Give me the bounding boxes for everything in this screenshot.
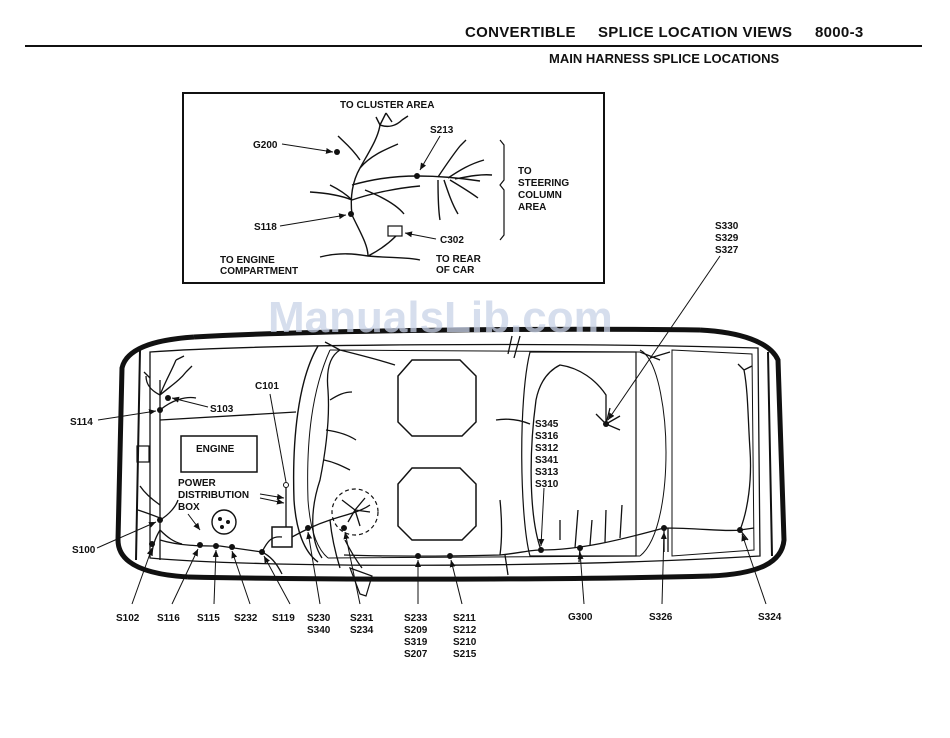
- label-s103: S103: [210, 404, 234, 415]
- label-s116: S116: [157, 613, 180, 624]
- page-subtitle: MAIN HARNESS SPLICE LOCATIONS: [549, 51, 780, 66]
- engine-block: [180, 435, 258, 473]
- label-s209: S209: [404, 625, 428, 636]
- section-label: CONVERTIBLE: [465, 24, 576, 41]
- label-s330: S330: [715, 221, 739, 232]
- engine-label: ENGINE: [196, 444, 235, 455]
- inset-label-rear-2: OF CAR: [436, 265, 475, 276]
- header-rule: [25, 45, 922, 47]
- label-s211: S211: [453, 613, 476, 624]
- c302-connector: [387, 225, 403, 237]
- label-s230: S230: [307, 613, 331, 624]
- splice-points: [149, 395, 743, 559]
- watermark: ManualsLib.com: [268, 293, 613, 342]
- inset-label-steering-1: TO: [518, 166, 532, 177]
- label-s310: S310: [535, 479, 559, 490]
- label-s232: S232: [234, 613, 258, 624]
- label-s115: S115: [197, 613, 220, 624]
- inset-label-steering-3: COLUMN: [518, 190, 562, 201]
- inset-diagram: TO CLUSTER AREA G200 S213 S118 C302 TO S…: [182, 92, 605, 284]
- inset-harness: [309, 112, 505, 261]
- label-s324: S324: [758, 612, 782, 623]
- leader-lines: [96, 255, 767, 605]
- inset-label-c302: C302: [440, 235, 464, 246]
- car-diagram: ENGINE POWER DISTRIBUTION BOX C101 S114 …: [70, 221, 787, 660]
- inset-label-cluster: TO CLUSTER AREA: [340, 100, 434, 111]
- label-s319: S319: [404, 637, 428, 648]
- label-c101: C101: [255, 381, 279, 392]
- label-s100: S100: [72, 545, 96, 556]
- label-s313: S313: [535, 467, 559, 478]
- label-s207: S207: [404, 649, 428, 660]
- inset-frame: [182, 92, 605, 284]
- main-harness: [137, 335, 755, 576]
- label-s102: S102: [116, 613, 140, 624]
- label-s329: S329: [715, 233, 739, 244]
- power-box-label-3: BOX: [178, 502, 200, 513]
- inset-label-engine-1: TO ENGINE: [220, 255, 275, 266]
- label-s234: S234: [350, 625, 374, 636]
- inset-label-g200: G200: [253, 140, 278, 151]
- page-title: SPLICE LOCATION VIEWS: [598, 24, 793, 41]
- label-s316: S316: [535, 431, 559, 442]
- label-s210: S210: [453, 637, 477, 648]
- label-s345: S345: [535, 419, 559, 430]
- label-g300: G300: [568, 612, 593, 623]
- label-s119: S119: [272, 613, 295, 624]
- label-s326: S326: [649, 612, 673, 623]
- inset-label-s213: S213: [430, 125, 454, 136]
- label-s231: S231: [350, 613, 374, 624]
- power-box-label-2: DISTRIBUTION: [178, 490, 249, 501]
- power-box-label-1: POWER: [178, 478, 217, 489]
- label-s327: S327: [715, 245, 739, 256]
- page-number: 8000-3: [815, 24, 864, 41]
- label-s212: S212: [453, 625, 477, 636]
- inset-label-steering-2: STEERING: [518, 178, 569, 189]
- inset-label-rear-1: TO REAR: [436, 254, 482, 265]
- label-s114: S114: [70, 417, 93, 428]
- label-s233: S233: [404, 613, 428, 624]
- inset-label-s118: S118: [254, 222, 277, 233]
- inset-label-engine-2: COMPARTMENT: [220, 266, 298, 277]
- label-s215: S215: [453, 649, 477, 660]
- inset-label-steering-4: AREA: [518, 202, 546, 213]
- label-s340: S340: [307, 625, 331, 636]
- label-s312: S312: [535, 443, 559, 454]
- label-s341: S341: [535, 455, 559, 466]
